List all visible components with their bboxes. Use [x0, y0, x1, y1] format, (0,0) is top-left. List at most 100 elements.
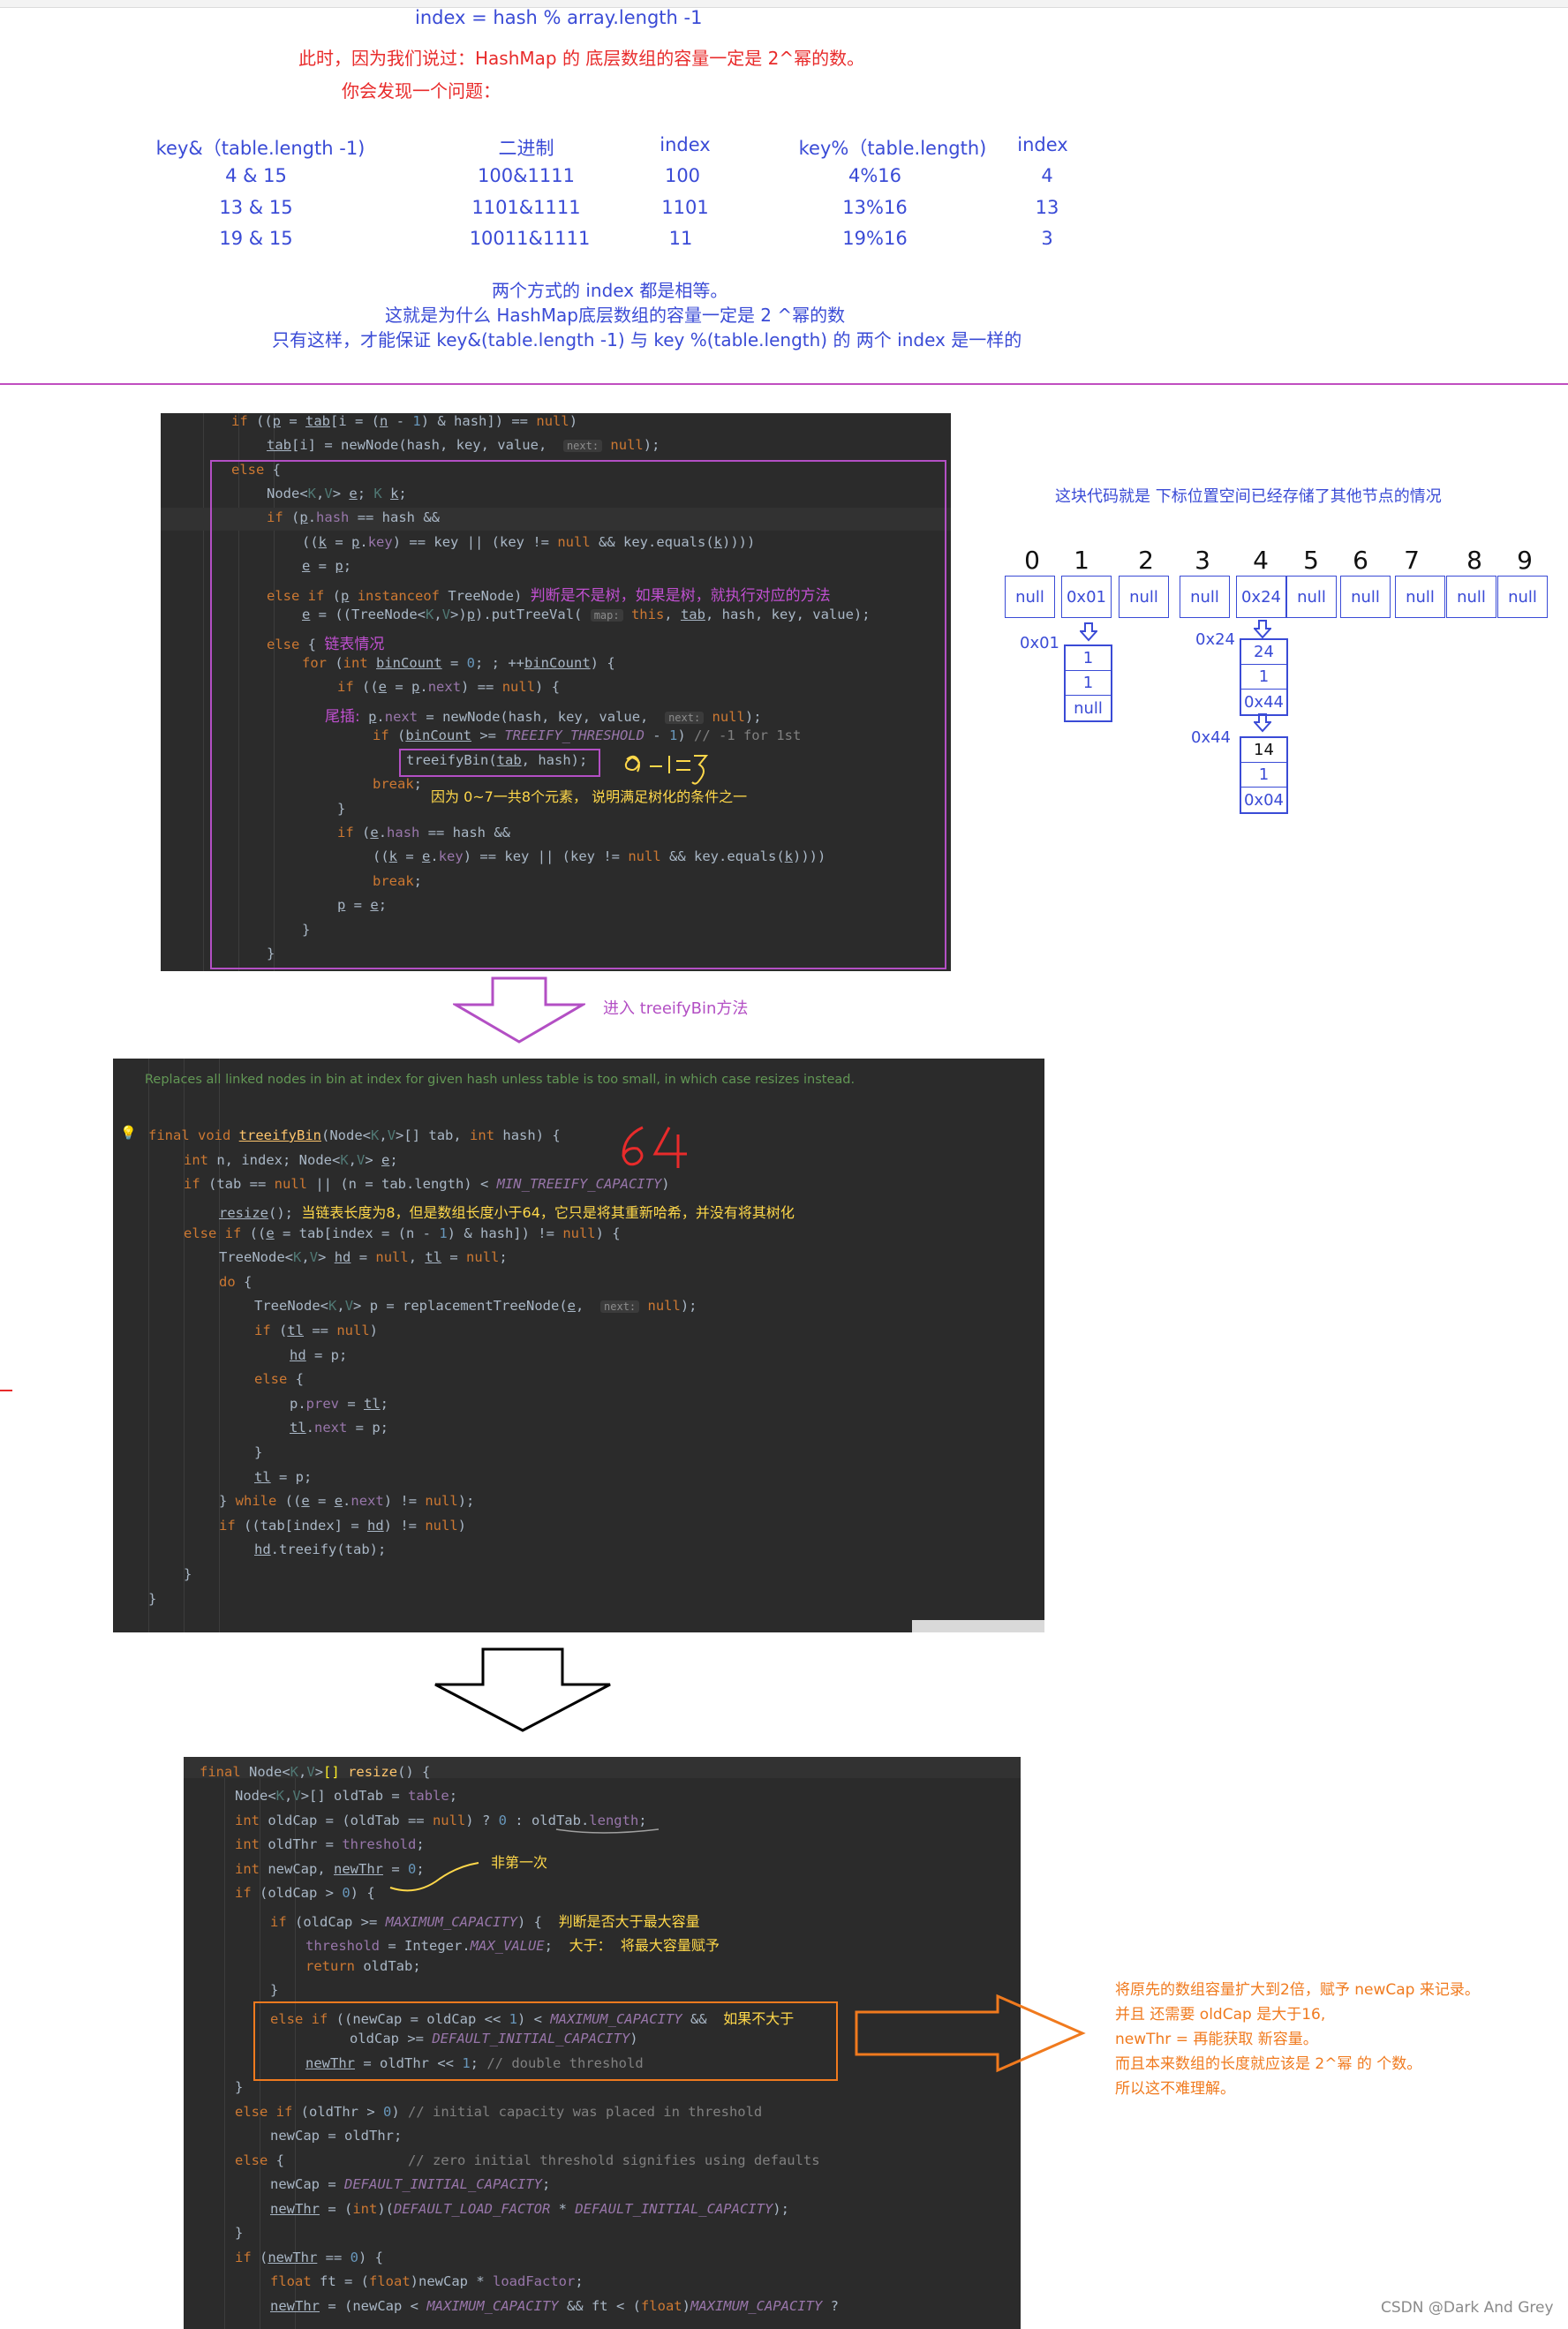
javadoc-comment: Replaces all linked nodes in bin at inde…	[145, 1073, 856, 1087]
node-box-0x44: 14 1 0x04	[1240, 736, 1288, 814]
code-line: oldCap >= DEFAULT_INITIAL_CAPACITY)	[350, 2031, 638, 2046]
code-line: else {	[254, 1371, 304, 1387]
code-line: for (int binCount = 0; ; ++binCount) {	[302, 655, 615, 671]
table-cell: 1101	[661, 197, 709, 218]
intro-line-1-a: 此时，因为我们说过：	[298, 48, 475, 69]
bucket-cell: null	[1497, 576, 1548, 618]
code-line: p = e;	[337, 897, 388, 913]
bucket-index: 6	[1353, 546, 1368, 575]
code-line: }	[148, 1591, 157, 1607]
bucket-index: 2	[1138, 546, 1154, 575]
code-line: if (binCount >= TREEIFY_THRESHOLD - 1) /…	[373, 727, 802, 743]
table-cell: 10011&1111	[469, 228, 591, 249]
section-divider	[0, 383, 1568, 385]
code-line: do {	[219, 1274, 253, 1290]
intro-line-1-b: HashMap 的 底层数组的容量一定是 2^幂的数。	[475, 48, 865, 69]
code-line: }	[337, 801, 346, 817]
node-label: 0x44	[1191, 728, 1232, 747]
bucket-cell: 0x24	[1236, 576, 1286, 618]
code-line: return oldTab;	[305, 1958, 421, 1974]
table-cell: 13 & 15	[219, 197, 293, 218]
code-line: newThr = oldThr << 1; // double threshol…	[305, 2055, 644, 2071]
bucket-cell: null	[1340, 576, 1391, 618]
table-header: index	[660, 134, 711, 155]
bucket-index: 7	[1404, 546, 1420, 575]
node-label: 0x01	[1020, 634, 1060, 652]
code-line: Node<K,V>[] oldTab = table;	[235, 1788, 458, 1804]
code-line: if ((p = tab[i = (n - 1) & hash]) == nul…	[231, 413, 578, 429]
down-arrow-icon	[1254, 713, 1271, 733]
bucket-cell: 0x01	[1061, 576, 1112, 618]
down-arrow-icon	[1080, 622, 1097, 642]
code-line: else {	[231, 462, 281, 478]
code-line: else { 链表情况	[267, 636, 385, 653]
table-cell: 1101&1111	[471, 197, 581, 218]
code-line: else { // zero initial threshold signifi…	[235, 2152, 820, 2168]
margin-mark	[0, 1390, 12, 1391]
annotation-treeify-reason: 因为 0~7一共8个元素， 说明满足树化的条件之一	[431, 788, 748, 805]
annotation-resize-reason: 当链表长度为8，但是数组长度小于64，它只是将其重新哈希，并没有将其树化	[301, 1204, 795, 1221]
conclusion-line-1: 两个方式的 index 都是相等。	[492, 280, 728, 301]
code-line: if (tl == null)	[254, 1323, 379, 1338]
node-box-0x01: 1 1 null	[1064, 644, 1112, 722]
node-box-0x24: 24 1 0x44	[1240, 638, 1288, 716]
code-line: break;	[373, 776, 423, 792]
code-line: p.prev = tl;	[290, 1396, 389, 1412]
code-line: }	[235, 2079, 244, 2095]
code-line: if ((e = p.next) == null) {	[337, 679, 561, 695]
code-line: final Node<K,V>[] resize() {	[200, 1764, 431, 1780]
code-line: hd.treeify(tab);	[254, 1541, 387, 1557]
table-cell: 3	[1041, 228, 1053, 249]
table-cell: 11	[668, 228, 693, 249]
code-line: if ((tab[index] = hd) != null)	[219, 1518, 466, 1534]
table-cell: 13	[1035, 197, 1059, 218]
bucket-cell: null	[1395, 576, 1445, 618]
down-arrow-icon	[1254, 620, 1271, 639]
code-panel-putval: if ((p = tab[i = (n - 1) & hash]) == nul…	[161, 413, 951, 971]
treeify-call-highlight	[399, 749, 600, 777]
code-line: hd = p;	[290, 1347, 348, 1363]
bucket-index: 0	[1024, 546, 1040, 575]
bucket-cell: null	[1005, 576, 1055, 618]
bucket-index: 9	[1517, 546, 1533, 575]
table-cell: 100&1111	[478, 165, 575, 186]
code-line: newThr = (newCap < MAXIMUM_CAPACITY && f…	[270, 2298, 839, 2314]
bucket-cell: null	[1119, 576, 1169, 618]
scroll-widget[interactable]	[912, 1620, 1044, 1632]
bucket-cell: null	[1446, 576, 1496, 618]
code-line: int newCap, newThr = 0;	[235, 1861, 425, 1877]
code-line: int oldThr = threshold;	[235, 1836, 425, 1852]
code-line: else if (p instanceof TreeNode) 判断是不是树，如…	[267, 587, 831, 605]
code-line: ((k = p.key) == key || (key != null && k…	[302, 534, 756, 550]
handwriting-8-1-7	[624, 755, 709, 785]
bucket-index: 5	[1303, 546, 1319, 575]
code-line: newCap = oldThr;	[270, 2128, 403, 2144]
code-line: }	[235, 2225, 244, 2241]
hash-bucket-diagram: 0 1 2 3 4 5 6 7 8 9 null 0x01 null null …	[0, 0, 1568, 830]
intro-line-2: 你会发现一个问题：	[342, 80, 501, 102]
bucket-cell: null	[1286, 576, 1337, 618]
code-line: e = ((TreeNode<K,V>)p).putTreeVal( map: …	[302, 607, 871, 622]
conclusion-line-3: 只有这样，才能保证 key&(table.length -1) 与 key %(…	[272, 329, 1022, 350]
bucket-index: 3	[1195, 546, 1210, 575]
code-line: }	[270, 1982, 279, 1998]
code-line: newCap = DEFAULT_INITIAL_CAPACITY;	[270, 2176, 551, 2192]
bulb-icon: 💡	[120, 1125, 137, 1141]
annotation-not-bigger: 如果不大于	[723, 2010, 795, 2027]
code-line: int n, index; Node<K,V> e;	[184, 1152, 398, 1168]
code-line: newThr = (int)(DEFAULT_LOAD_FACTOR * DEF…	[270, 2201, 789, 2217]
code-line: resize(); 当链表长度为8，但是数组长度小于64，它只是将其重新哈希，并…	[219, 1204, 795, 1221]
code-panel-treeifybin: Replaces all linked nodes in bin at inde…	[113, 1059, 1044, 1632]
else-block-highlight	[210, 460, 946, 969]
resize-side-note: 将原先的数组容量扩大到2倍，赋予 newCap 来记录。 并且 还需要 oldC…	[1115, 1978, 1480, 2101]
table-cell: 13%16	[842, 197, 908, 218]
code-line: Node<K,V> e; K k;	[267, 486, 407, 501]
code-panel-resize: final Node<K,V>[] resize() { Node<K,V>[]…	[184, 1757, 1021, 2329]
code-line: } while ((e = e.next) != null);	[219, 1493, 475, 1509]
table-cell: 4%16	[848, 165, 902, 186]
code-line: break;	[373, 873, 423, 889]
code-line: threshold = Integer.MAX_VALUE; 大于： 将最大容量…	[305, 1937, 720, 1954]
node-label: 0x24	[1195, 630, 1236, 649]
else-if-branch-highlight	[253, 2001, 838, 2081]
resize-note-line: 并且 还需要 oldCap 是大于16,	[1115, 2006, 1326, 2024]
